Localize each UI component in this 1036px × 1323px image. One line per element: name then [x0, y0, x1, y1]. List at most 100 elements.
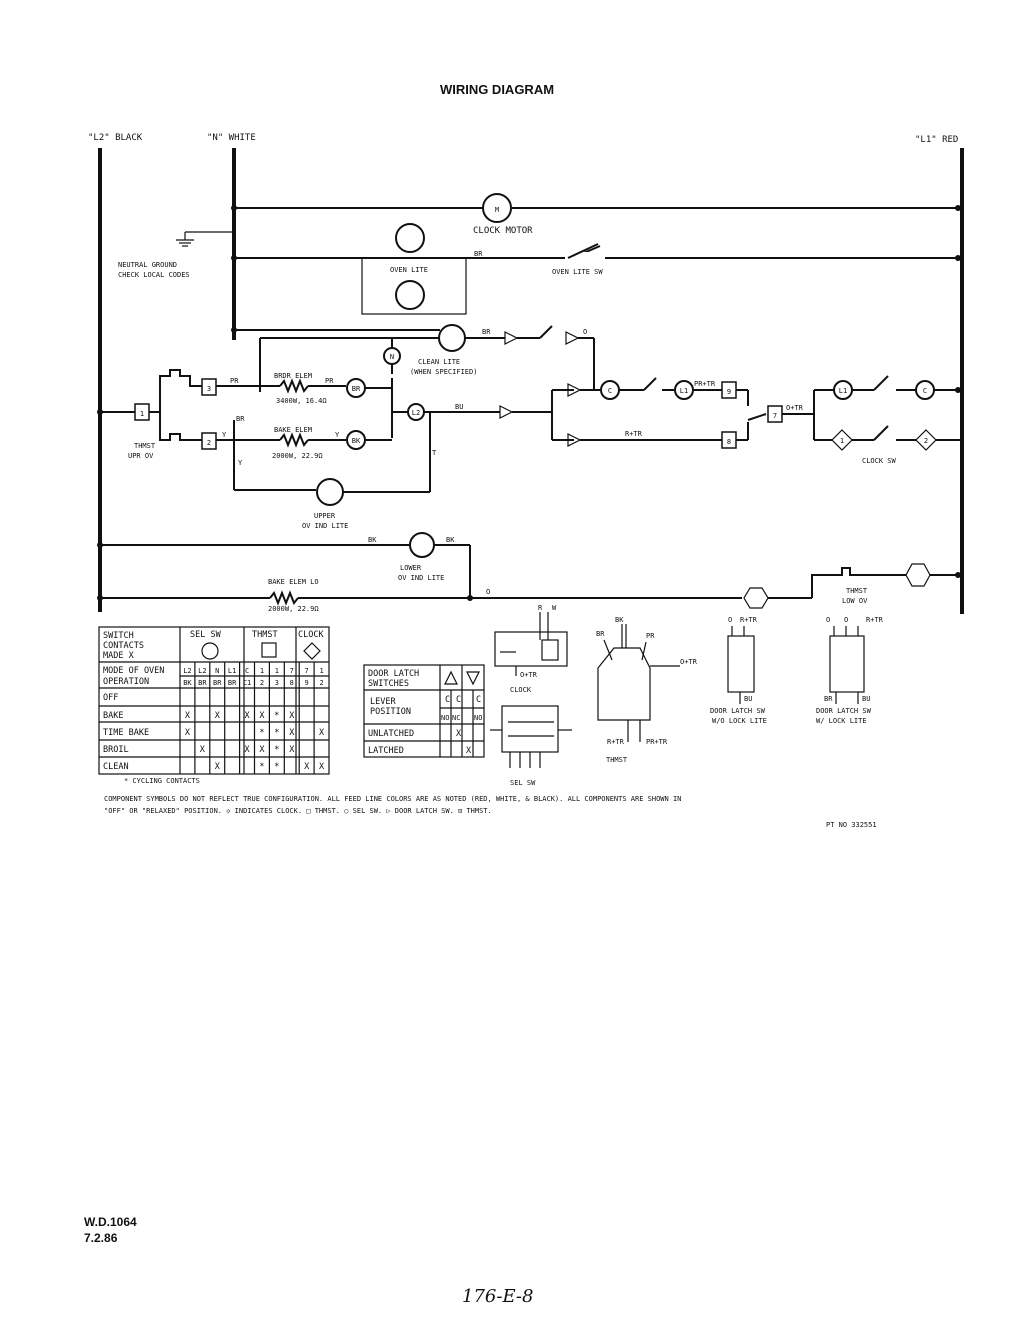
sw-table-cell-mark: X [215, 711, 221, 721]
sel-sw-callout-label: SEL SW [510, 779, 536, 787]
clock-terminal-2-label: 2 [924, 437, 928, 445]
latch-table-c2: C [456, 695, 461, 705]
wire-label-r-tr: R+TR [625, 430, 643, 438]
latch-w-wire-bu: BU [862, 695, 870, 703]
broil-element-label: BRDR ELEM [274, 372, 312, 380]
document-date: 7.2.86 [84, 1231, 118, 1245]
upper-ind-label-1: UPPER [314, 512, 336, 520]
sw-table-cell-mark: X [244, 711, 250, 721]
thmst-callout-label: THMST [606, 756, 628, 764]
bake-element [279, 432, 309, 448]
sw-table-col-top: L2 [198, 667, 206, 675]
sw-table-col-bottom: C1 [243, 679, 251, 687]
latch-w-label-2: W/ LOCK LITE [816, 717, 867, 725]
sw-table-col-bottom: 8 [290, 679, 294, 687]
wire-label-o: O [583, 328, 587, 336]
bake-element-label: BAKE ELEM [274, 426, 312, 434]
latch-w-wire-br: BR [824, 695, 833, 703]
sw-table-mode-1: MODE OF OVEN [103, 666, 164, 676]
sw-table-col-bottom: BR [228, 679, 237, 687]
thmst-wire-br: BR [596, 630, 605, 638]
latch-latched-mark: X [466, 746, 472, 756]
wire-label-t: T [432, 449, 437, 457]
sw-table-cell-mark: X [200, 745, 206, 755]
thmst-callout: BK BR PR O+TR R+TR PR+TR THMST [596, 616, 698, 764]
wire-label-o-tr: O+TR [786, 404, 804, 412]
sw-table-cell-mark: X [215, 762, 221, 772]
sw-table-header-2: CONTACTS [103, 641, 144, 651]
thmst-wire-o-tr: O+TR [680, 658, 698, 666]
sw-table-header-3: MADE X [103, 651, 135, 661]
sw-table-cell-mark: X [319, 762, 325, 772]
neutral-ground-label-1: NEUTRAL GROUND [118, 261, 177, 269]
latch-table-header-1: DOOR LATCH [368, 669, 419, 679]
thmst-terminal-2-label: 2 [207, 439, 211, 447]
sw-table-col-bottom: BK [183, 679, 192, 687]
sw-table-cell-mark: X [259, 745, 265, 755]
sw-table-cell-mark: X [304, 762, 310, 772]
latch-table-nc: NC [452, 714, 460, 722]
wire-label-br-3: BR [236, 415, 245, 423]
handwritten-note: 176-E-8 [462, 1286, 533, 1307]
neutral-ground-label-2: CHECK LOCAL CODES [118, 271, 190, 279]
broil-element [279, 378, 309, 394]
door-latch-w-callout: O O R+TR BR BU DOOR LATCH SW W/ LOCK LIT… [816, 616, 884, 725]
terminal-c-label: C [608, 387, 612, 395]
element-circuits: N 1 3 2 THMST UPR OV PR PR BRDR ELEM 340… [97, 337, 552, 530]
sel-sw-symbol [201, 642, 219, 660]
wire-label-bk: BK [368, 536, 377, 544]
latch-table-header-2: SWITCHES [368, 679, 409, 689]
sw-table-col-top: N [215, 667, 219, 675]
clock-motor-glyph: M [495, 206, 499, 214]
upper-ind-lite [316, 478, 344, 506]
sw-table-col-top: 1 [319, 667, 323, 675]
clock-symbol [303, 642, 321, 660]
latch-symbol-down [466, 671, 480, 686]
thmst-wire-bk: BK [615, 616, 624, 624]
terminal-bk-label: BK [352, 437, 361, 445]
part-number: PT NO 332551 [826, 821, 877, 829]
sw-table-footnote: * CYCLING CONTACTS [124, 777, 200, 785]
thmst-low-contact [811, 567, 906, 598]
clock-callout-label: CLOCK [510, 686, 532, 694]
sw-table-col-top: 1 [260, 667, 264, 675]
thmst-terminal-1-label: 1 [140, 410, 144, 418]
bake-element-lo [269, 590, 299, 606]
thmst-upper-contact-a [159, 369, 202, 412]
sw-table-header-1: SWITCH [103, 631, 134, 641]
sw-table-row-label: OFF [103, 693, 118, 703]
thmst-wire-pr: PR [646, 632, 655, 640]
latch-table-nd: NO [474, 714, 482, 722]
thmst-upr-label-1: THMST [134, 442, 156, 450]
thmst-terminal-9-label: 9 [727, 388, 731, 396]
oven-lite-sw-label: OVEN LITE SW [552, 268, 603, 276]
sw-table-cell-mark: * [259, 728, 264, 738]
thmst-terminal-3-label: 3 [207, 385, 211, 393]
thmst-symbol [261, 642, 277, 658]
clock-motor-symbol [482, 193, 512, 223]
latch-symbol-up [444, 670, 458, 685]
thmst-terminal-7-label: 7 [773, 412, 777, 420]
wire-label-pr: PR [230, 377, 239, 385]
terminal-l2-label: L2 [412, 409, 420, 417]
sw-table-row-label: CLEAN [103, 762, 129, 772]
control-switch-network: C L1 PR+TR 9 R+TR 8 7 O+TR L1 C [551, 375, 961, 465]
sw-table-mode-2: OPERATION [103, 677, 149, 687]
sw-table-sel-header: SEL SW [190, 630, 222, 640]
sw-table-row-label: BAKE [103, 711, 123, 721]
sw-table-cell-mark: X [185, 711, 191, 721]
thmst-low-label-2: LOW OV [842, 597, 868, 605]
latch-wo-wire-r-tr: R+TR [740, 616, 758, 624]
wire-label-o-2: O [486, 588, 490, 596]
bus-label-n: "N" WHITE [207, 133, 256, 143]
bus-label-l1: "L1" RED [915, 135, 958, 145]
lower-ind-lite [409, 532, 435, 558]
latch-table-lever-1: LEVER [370, 697, 396, 707]
bake-elem-lo-label: BAKE ELEM LO [268, 578, 319, 586]
oven-lite-label: OVEN LITE [390, 266, 428, 274]
terminal-br-label: BR [352, 385, 361, 393]
latch-wo-label-1: DOOR LATCH SW [710, 707, 766, 715]
latch-w-wire-o-2: O [844, 616, 848, 624]
door-latch-wo-callout: O R+TR BU DOOR LATCH SW W/O LOCK LITE [710, 616, 767, 725]
